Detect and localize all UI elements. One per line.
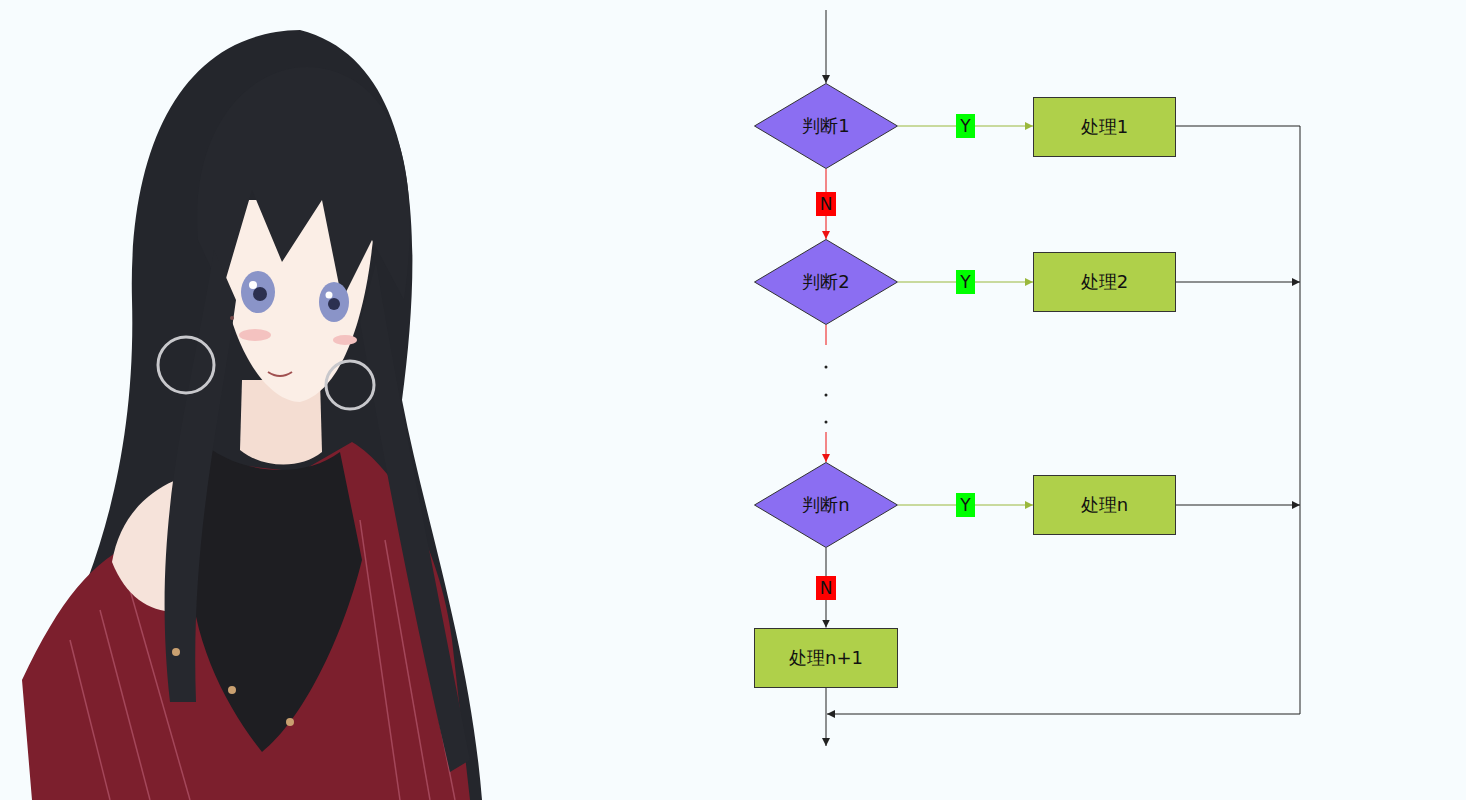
- branch-label: Y: [956, 114, 974, 138]
- node-label: 判断1: [802, 115, 849, 137]
- diamond-fill: [755, 84, 898, 169]
- eye-highlight: [326, 292, 333, 299]
- diamond-fill: [755, 240, 898, 325]
- merge-wire: [827, 126, 1300, 714]
- process-box: 处理n+1: [754, 628, 898, 688]
- hair-bangs: [197, 67, 410, 300]
- dot: [825, 366, 828, 369]
- turtleneck: [190, 440, 362, 752]
- branch-label: Y: [956, 493, 974, 517]
- branch-label: N: [816, 192, 837, 216]
- earring: [326, 361, 374, 409]
- blush: [239, 329, 271, 341]
- eye-right: [319, 282, 349, 322]
- girl-figure: [22, 30, 482, 800]
- decision-diamond: 判断2: [754, 239, 898, 325]
- decision-diamond: 判断n: [754, 462, 898, 548]
- continuation-dots: [825, 366, 828, 424]
- button: [286, 718, 294, 726]
- node-label: 判断2: [802, 271, 849, 293]
- merge-wire: [1176, 505, 1300, 506]
- node-label: 判断n: [802, 494, 849, 516]
- eye-left: [241, 271, 275, 313]
- button: [172, 648, 180, 656]
- stripe: [70, 640, 110, 800]
- process-box: 处理n: [1033, 475, 1176, 535]
- branch-label: N: [816, 576, 837, 600]
- exit-arrow: [826, 688, 827, 746]
- dot: [825, 421, 828, 424]
- mole: [230, 316, 234, 320]
- process-box: 处理2: [1033, 252, 1176, 312]
- button: [228, 686, 236, 694]
- branch-label: Y: [956, 270, 974, 294]
- pupil: [253, 287, 267, 301]
- decision-diamond: 判断1: [754, 83, 898, 169]
- merge-wire: [1176, 282, 1300, 283]
- hair-lock-left: [165, 250, 236, 702]
- stripe: [360, 520, 400, 800]
- node-label: 处理n: [1081, 494, 1128, 516]
- pupil: [328, 298, 340, 310]
- process-box: 处理1: [1033, 97, 1176, 157]
- stripe: [100, 610, 150, 800]
- diamond-fill: [755, 463, 898, 548]
- node-label: 处理1: [1081, 116, 1128, 138]
- earring: [158, 337, 214, 393]
- blush: [333, 335, 357, 345]
- no-connector: [826, 325, 827, 462]
- node-label: 处理n+1: [789, 647, 863, 669]
- dot: [825, 394, 828, 397]
- mouth: [268, 372, 292, 376]
- hair-lock-right: [360, 262, 470, 772]
- eye-highlight: [249, 281, 257, 289]
- node-label: 处理2: [1081, 271, 1128, 293]
- entry-arrow: [826, 10, 827, 83]
